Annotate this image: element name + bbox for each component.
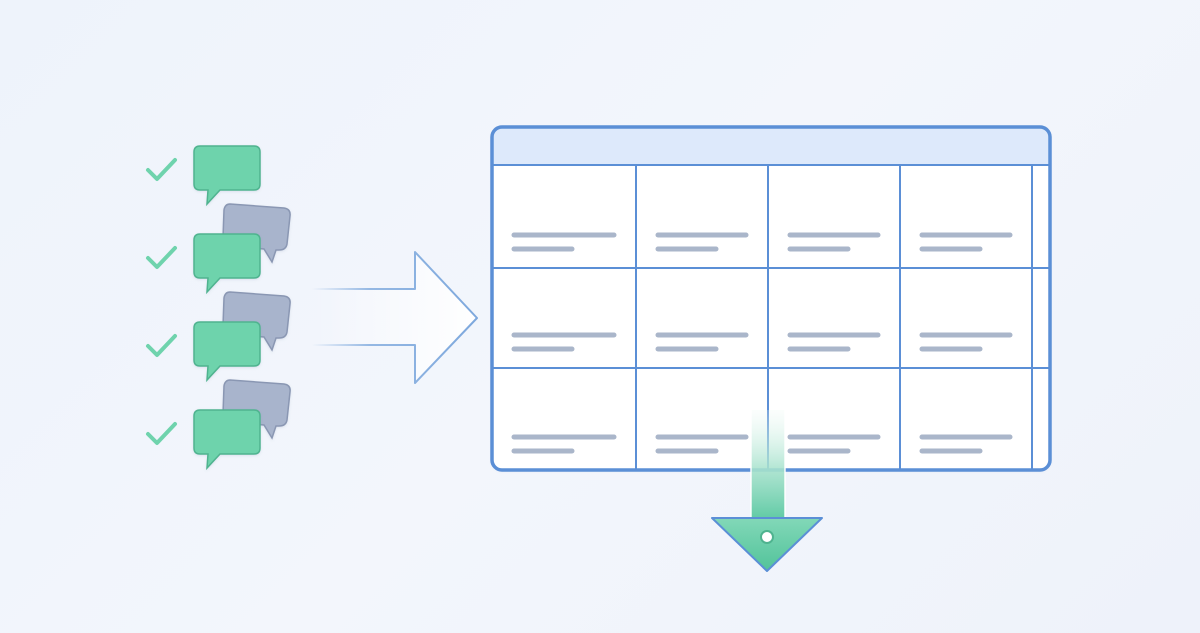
table-cell	[787, 332, 881, 352]
table-cell	[787, 232, 881, 252]
table-cell	[511, 232, 617, 252]
table-cell	[919, 434, 1013, 454]
arrow-down-icon	[711, 410, 823, 572]
feedback-item	[146, 203, 291, 295]
table-background	[492, 127, 1050, 470]
table-cell	[655, 332, 749, 352]
table-cell	[511, 332, 617, 352]
table-cell	[919, 332, 1013, 352]
table-cell	[655, 434, 749, 454]
chat-bubble-icon	[222, 203, 291, 264]
chat-bubble-icon	[193, 145, 261, 207]
chat-bubble-icon	[222, 291, 291, 352]
feedback-item	[146, 379, 291, 471]
arrow-down-dot	[760, 530, 774, 544]
check-icon	[146, 334, 177, 357]
table-grid	[490, 125, 1052, 472]
check-icon	[146, 158, 177, 181]
table-cell	[787, 434, 881, 454]
table-cell	[919, 232, 1013, 252]
chat-bubble-icon	[222, 379, 291, 440]
feedback-item	[146, 291, 291, 383]
arrow-right-icon	[312, 251, 478, 384]
feedback-list	[146, 145, 291, 471]
table-header-bar	[492, 127, 1050, 165]
table-cell	[511, 434, 617, 454]
check-icon	[146, 422, 177, 445]
table-cell	[655, 232, 749, 252]
chat-bubble-icon	[193, 233, 261, 295]
chat-bubble-icon	[193, 321, 261, 383]
check-icon	[146, 246, 177, 269]
feedback-item	[146, 145, 261, 207]
chat-bubble-icon	[193, 409, 261, 471]
